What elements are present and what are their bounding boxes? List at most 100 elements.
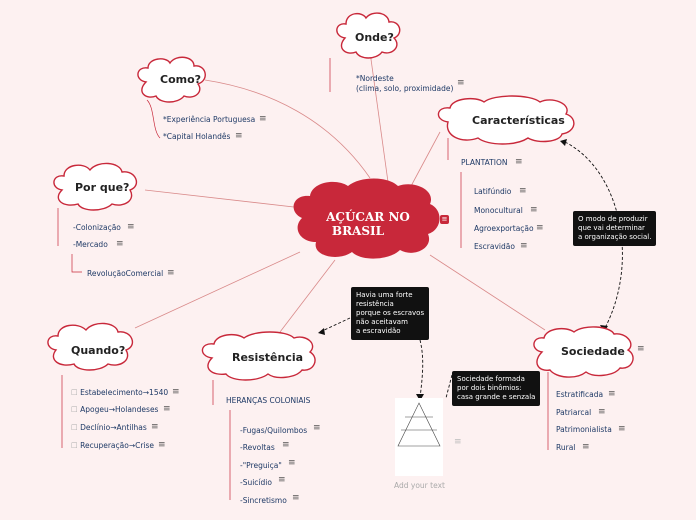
cloud-onde[interactable] <box>336 12 401 59</box>
central-note-icon[interactable]: ≡ <box>440 215 449 224</box>
sociedade-note-icon-1[interactable]: ≡ <box>608 389 616 399</box>
porque-item-2: -Mercado <box>73 240 108 249</box>
sociedade-item-3: Patrimonialista <box>556 425 612 434</box>
quando-item-1-text: Estabelecimento→1540 <box>80 388 169 397</box>
caracteristicas-note-icon-2[interactable]: ≡ <box>530 205 538 215</box>
quando-item-2: ☐ Apogeu→Holandeses <box>71 405 159 414</box>
sociedade-note-icon-4[interactable]: ≡ <box>582 442 590 452</box>
resistencia-item-4: -Suicídio <box>240 478 272 487</box>
link-central-onde <box>369 51 389 183</box>
como-item-2: *Capital Holandês <box>163 132 231 141</box>
quando-item-2-text: Apogeu→Holandeses <box>80 405 159 414</box>
image-note-icon[interactable]: ≡ <box>454 437 462 447</box>
resistencia-item-5: -Sincretismo <box>240 496 287 505</box>
quando-note-icon-3[interactable]: ≡ <box>151 422 159 432</box>
resistencia-note-icon-4[interactable]: ≡ <box>278 475 286 485</box>
link-central-sociedade <box>429 254 546 331</box>
cloud-como[interactable] <box>137 56 206 103</box>
caracteristicas-note-icon-3[interactable]: ≡ <box>536 223 544 233</box>
caracteristicas-item-3: Agroexportação <box>474 224 534 233</box>
onde-item-2: (clima, solo, proximidade) <box>356 84 454 93</box>
caracteristicas-main-note-icon[interactable]: ≡ <box>515 157 523 167</box>
quando-note-icon-1[interactable]: ≡ <box>172 387 180 397</box>
sociedade-item-2: Patriarcal <box>556 408 592 417</box>
topic-como-label[interactable]: Como? <box>160 73 202 86</box>
link-central-porque <box>144 189 321 211</box>
porque-sub-item: RevoluçãoComercial <box>87 269 164 278</box>
resistencia-main: HERANÇAS COLONIAIS <box>226 396 311 405</box>
tooltip-resistencia: Havia uma forte resistência porque os es… <box>351 287 430 340</box>
onde-item-1: *Nordeste <box>356 74 394 83</box>
porque-note-icon-2[interactable]: ≡ <box>116 239 124 249</box>
como-note-icon-1[interactable]: ≡ <box>259 114 267 124</box>
topic-quando-label[interactable]: Quando? <box>71 344 126 357</box>
caracteristicas-note-icon-4[interactable]: ≡ <box>520 241 528 251</box>
quando-note-icon-4[interactable]: ≡ <box>158 440 166 450</box>
cloud-porque[interactable] <box>53 162 138 211</box>
quando-item-3: ☐ Declínio→Antilhas <box>71 423 147 432</box>
quando-item-4: ☐ Recuperação→Crise <box>71 441 155 450</box>
como-item-1: *Experiência Portuguesa <box>163 115 256 124</box>
sociedade-item-4: Rural <box>556 443 576 452</box>
pyramid-image[interactable] <box>395 398 443 476</box>
caracteristicas-item-4: Escravidão <box>474 242 515 251</box>
dashed-arrow-sociedade-image <box>445 374 453 399</box>
resistencia-note-icon-2[interactable]: ≡ <box>282 440 290 450</box>
caracteristicas-item-2: Monocultural <box>474 206 523 215</box>
tooltip-caracteristicas-line-1: O modo de produzir <box>578 215 648 223</box>
link-central-quando <box>134 251 301 329</box>
quando-note-icon-2[interactable]: ≡ <box>163 404 171 414</box>
resistencia-note-icon-3[interactable]: ≡ <box>288 458 296 468</box>
tooltip-resistencia-line-4: não aceitavam <box>356 318 408 326</box>
cloud-resistencia[interactable] <box>201 331 316 381</box>
tooltip-caracteristicas: O modo de produzir que vai determinar a … <box>573 211 657 246</box>
porque-item-1: -Colonização <box>73 223 121 232</box>
tooltip-resistencia-line-5: a escravidão <box>356 327 401 335</box>
como-note-icon-2[interactable]: ≡ <box>235 131 243 141</box>
cloud-quando[interactable] <box>47 322 134 371</box>
central-line1: AÇÚCAR NO <box>326 210 410 224</box>
caracteristicas-main: PLANTATION <box>461 158 508 167</box>
cloud-central[interactable] <box>293 178 440 259</box>
link-central-como <box>204 79 371 179</box>
topic-onde-label[interactable]: Onde? <box>355 31 394 44</box>
dashed-arrow-resistencia-image <box>419 339 424 399</box>
tooltip-resistencia-line-1: Havia uma forte <box>356 291 413 299</box>
central-topic-label: AÇÚCAR NO BRASIL <box>318 210 418 238</box>
porque-sub-note-icon[interactable]: ≡ <box>167 268 175 278</box>
tooltip-sociedade-line-3: casa grande e senzala <box>457 393 536 401</box>
tooltip-resistencia-line-3: porque os escravos <box>356 309 425 317</box>
central-line2: BRASIL <box>331 224 385 238</box>
tooltip-sociedade-line-2: por dois binômios: <box>457 384 522 392</box>
tooltip-resistencia-line-2: resistência <box>356 300 394 308</box>
tooltip-sociedade-line-1: Sociedade formada <box>457 375 525 383</box>
image-caption[interactable]: Add your text <box>394 481 445 490</box>
topic-resistencia-label[interactable]: Resistência <box>232 351 304 364</box>
link-central-caracteristicas <box>409 131 441 189</box>
caracteristicas-note-icon-1[interactable]: ≡ <box>519 186 527 196</box>
resistencia-note-icon-5[interactable]: ≡ <box>292 493 300 503</box>
tooltip-caracteristicas-line-2: que vai determinar <box>578 224 645 232</box>
cloud-sociedade[interactable] <box>533 326 634 378</box>
porque-note-icon-1[interactable]: ≡ <box>127 222 135 232</box>
sociedade-note-icon-3[interactable]: ≡ <box>618 424 626 434</box>
topic-porque-label[interactable]: Por que? <box>75 181 130 194</box>
quando-item-1: ☐ Estabelecimento→1540 <box>71 388 169 397</box>
dashed-arrow-resistencia-tooltip <box>319 317 351 333</box>
resistencia-item-3: -"Preguiça" <box>240 461 282 470</box>
onde-note-icon[interactable]: ≡ <box>457 78 465 88</box>
sociedade-item-1: Estratificada <box>556 390 604 399</box>
resistencia-item-1: -Fugas/Quilombos <box>240 426 308 435</box>
quando-item-4-text: Recuperação→Crise <box>80 441 155 450</box>
sociedade-note-icon-2[interactable]: ≡ <box>598 407 606 417</box>
topic-sociedade-label[interactable]: Sociedade <box>561 345 625 358</box>
resistencia-item-2: -Revoltas <box>240 443 275 452</box>
sociedade-note-icon[interactable]: ≡ <box>637 344 645 354</box>
topic-caracteristicas-label[interactable]: Características <box>472 114 565 127</box>
resistencia-note-icon-1[interactable]: ≡ <box>313 423 321 433</box>
link-central-resistencia <box>279 259 336 333</box>
cloud-caracteristicas[interactable] <box>437 95 575 145</box>
quando-item-3-text: Declínio→Antilhas <box>80 423 147 432</box>
tooltip-sociedade: Sociedade formada por dois binômios: cas… <box>452 371 541 406</box>
